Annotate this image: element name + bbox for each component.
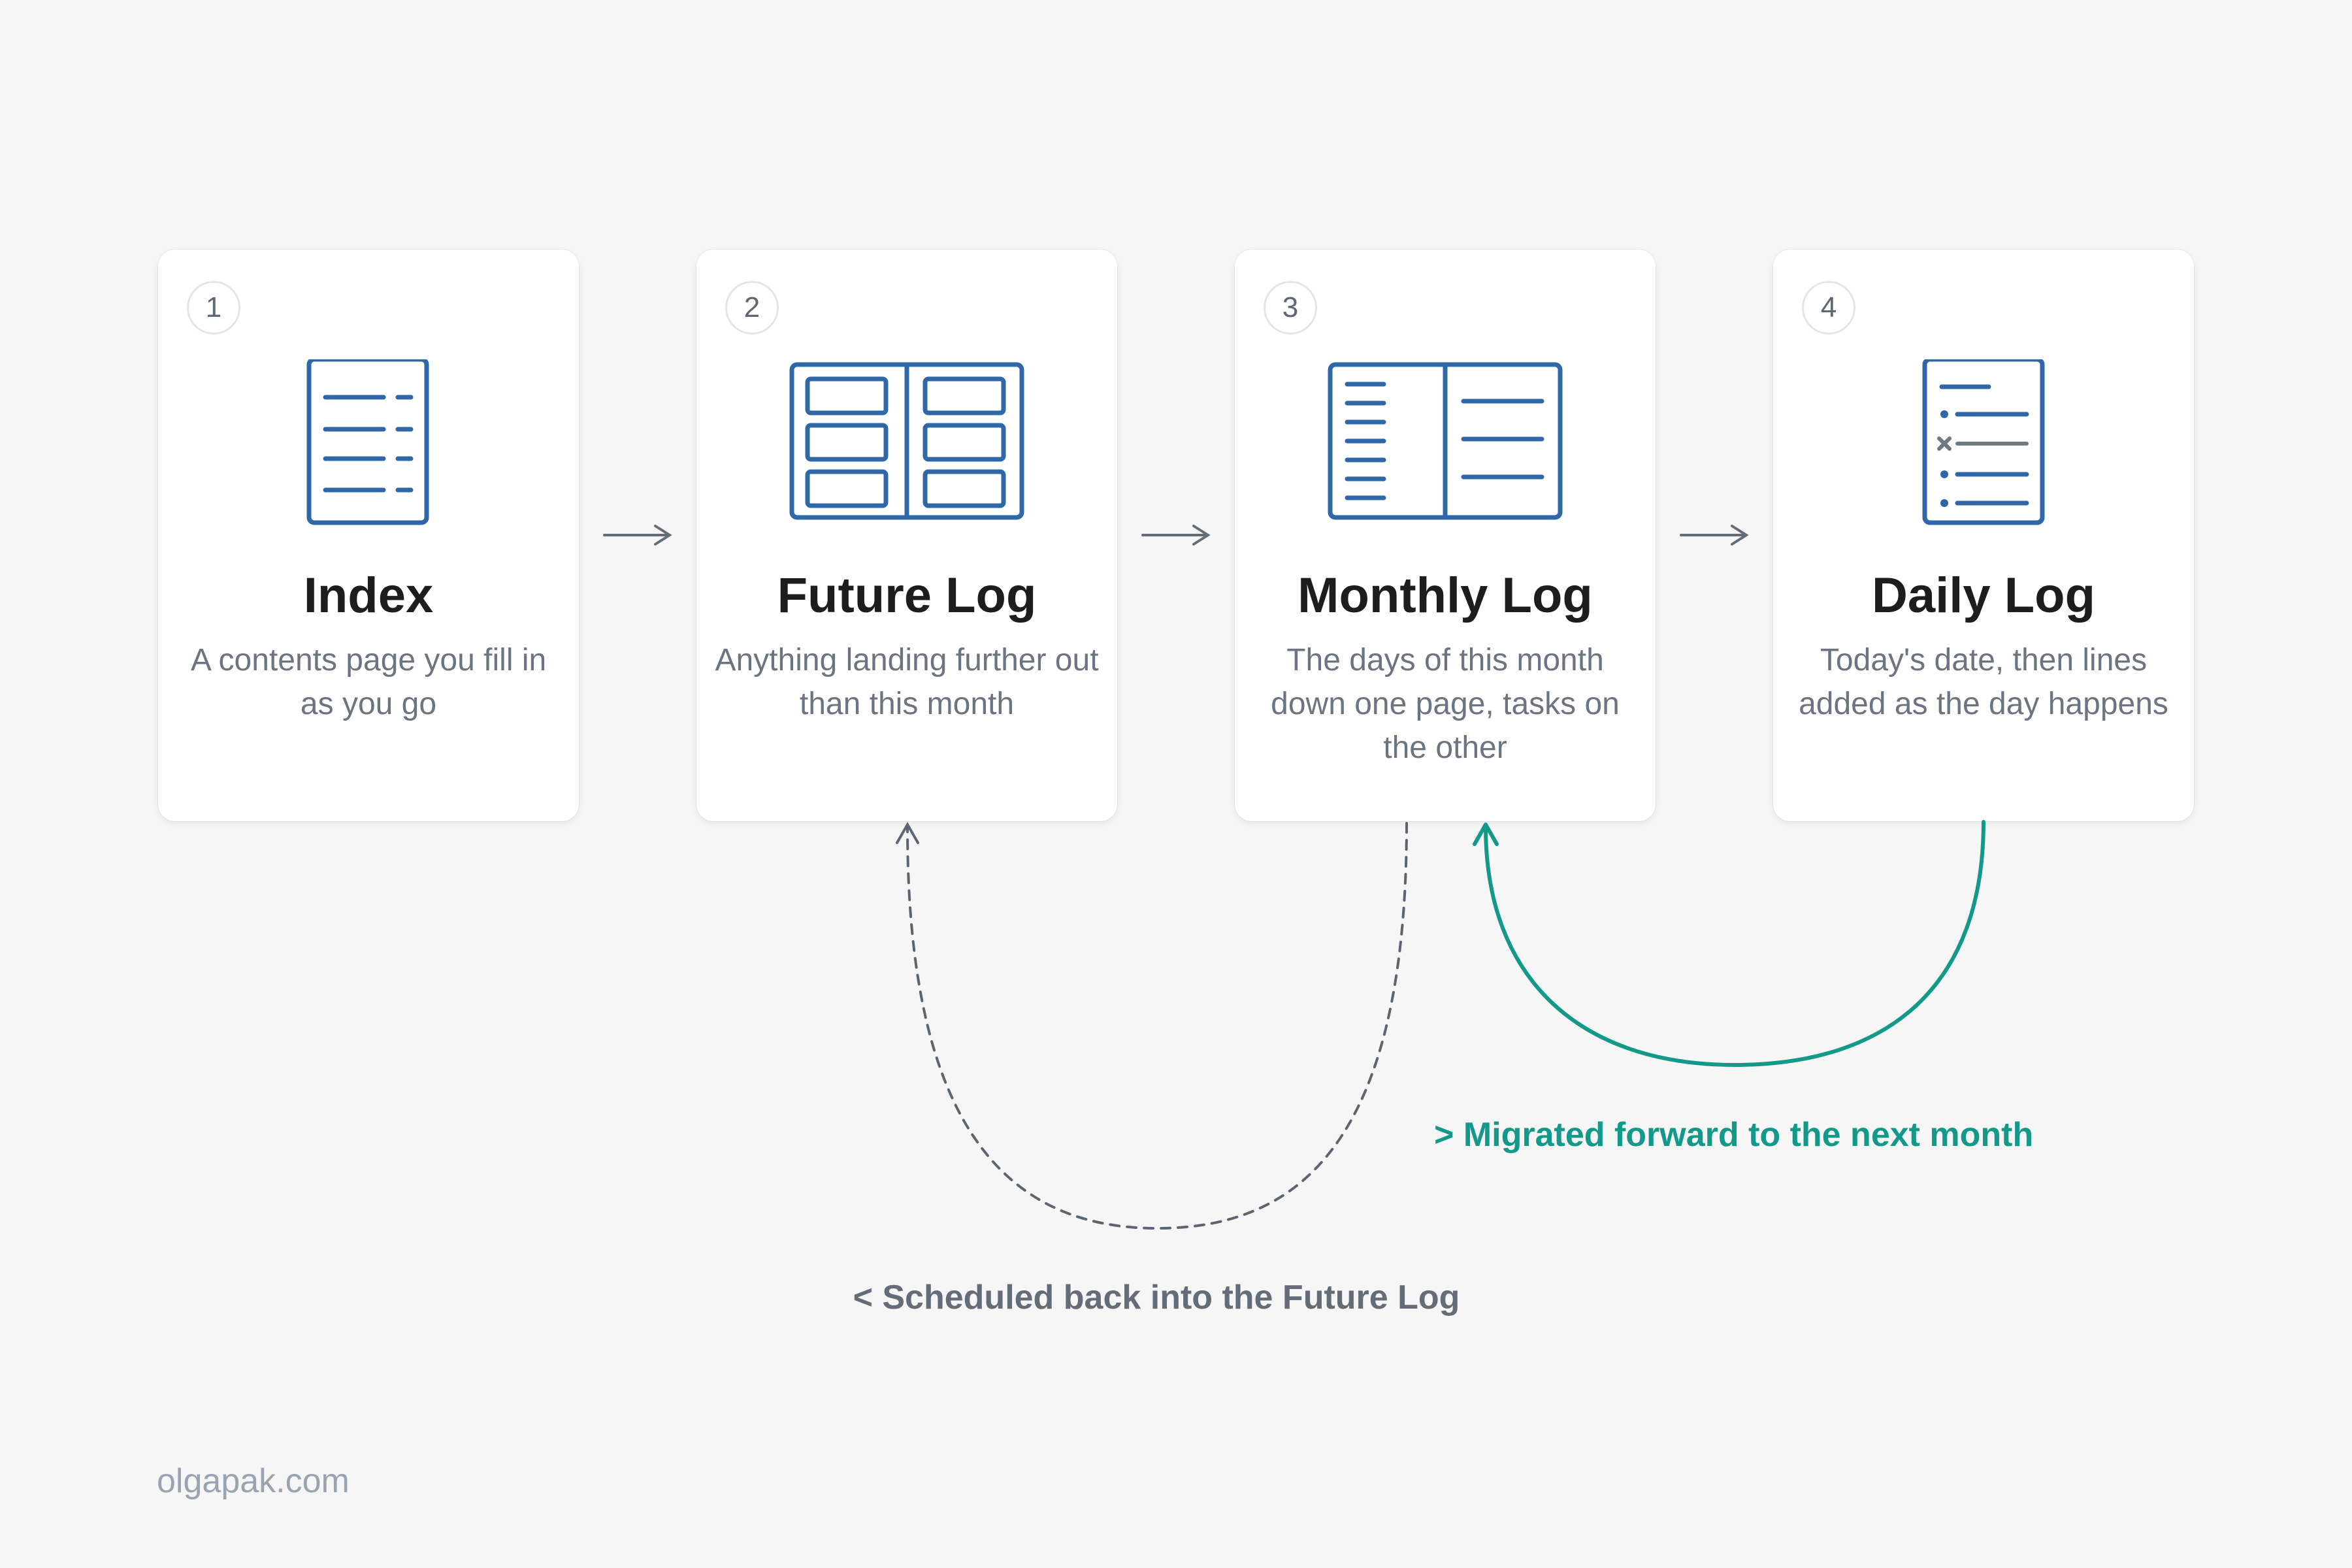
step-number-badge: 3 [1264, 281, 1317, 335]
migrated-forward-label: > Migrated forward to the next month [1434, 1116, 2034, 1154]
scheduled-back-label-text: < Scheduled back into the Future Log [853, 1279, 1460, 1316]
arrow-2-to-3 [1141, 525, 1211, 546]
step-card-monthly-log: 3 Monthly Log The days of this month dow… [1235, 250, 1656, 821]
step-title: Monthly Log [1298, 568, 1593, 623]
site-credit[interactable]: olgapak.com [157, 1462, 350, 1500]
arrow-1-to-2 [603, 525, 672, 546]
monthly-log-spread-icon [1328, 362, 1563, 520]
step-card-index: 1 Index A contents page you fill in as y… [158, 250, 579, 821]
index-page-icon [306, 359, 429, 525]
step-description: Today's date, then lines added as the da… [1799, 643, 2168, 721]
step-description: The days of this month down one page, ta… [1271, 643, 1620, 765]
step-card-future-log: 2 Future Log Anything landing further ou… [696, 250, 1117, 821]
step-title: Index [303, 568, 434, 623]
step-number-badge: 2 [725, 281, 779, 335]
migrated-forward-arrow [1473, 820, 1985, 1067]
scheduled-back-arrow [896, 821, 1408, 1230]
step-title: Daily Log [1871, 568, 2096, 623]
step-number-badge: 1 [187, 281, 240, 335]
daily-log-page-icon [1922, 359, 2045, 525]
step-card-daily-log: 4 Daily Log Today's date, then lines add… [1773, 250, 2194, 821]
future-log-spread-icon [789, 362, 1024, 520]
arrow-3-to-4 [1680, 525, 1749, 546]
step-description: Anything landing further out than this m… [715, 643, 1099, 721]
step-title: Future Log [777, 568, 1037, 623]
scheduled-back-label: < Scheduled back into the Future Log [0, 1278, 2313, 1317]
step-number-badge: 4 [1802, 281, 1855, 335]
step-description: A contents page you fill in as you go [190, 643, 547, 721]
